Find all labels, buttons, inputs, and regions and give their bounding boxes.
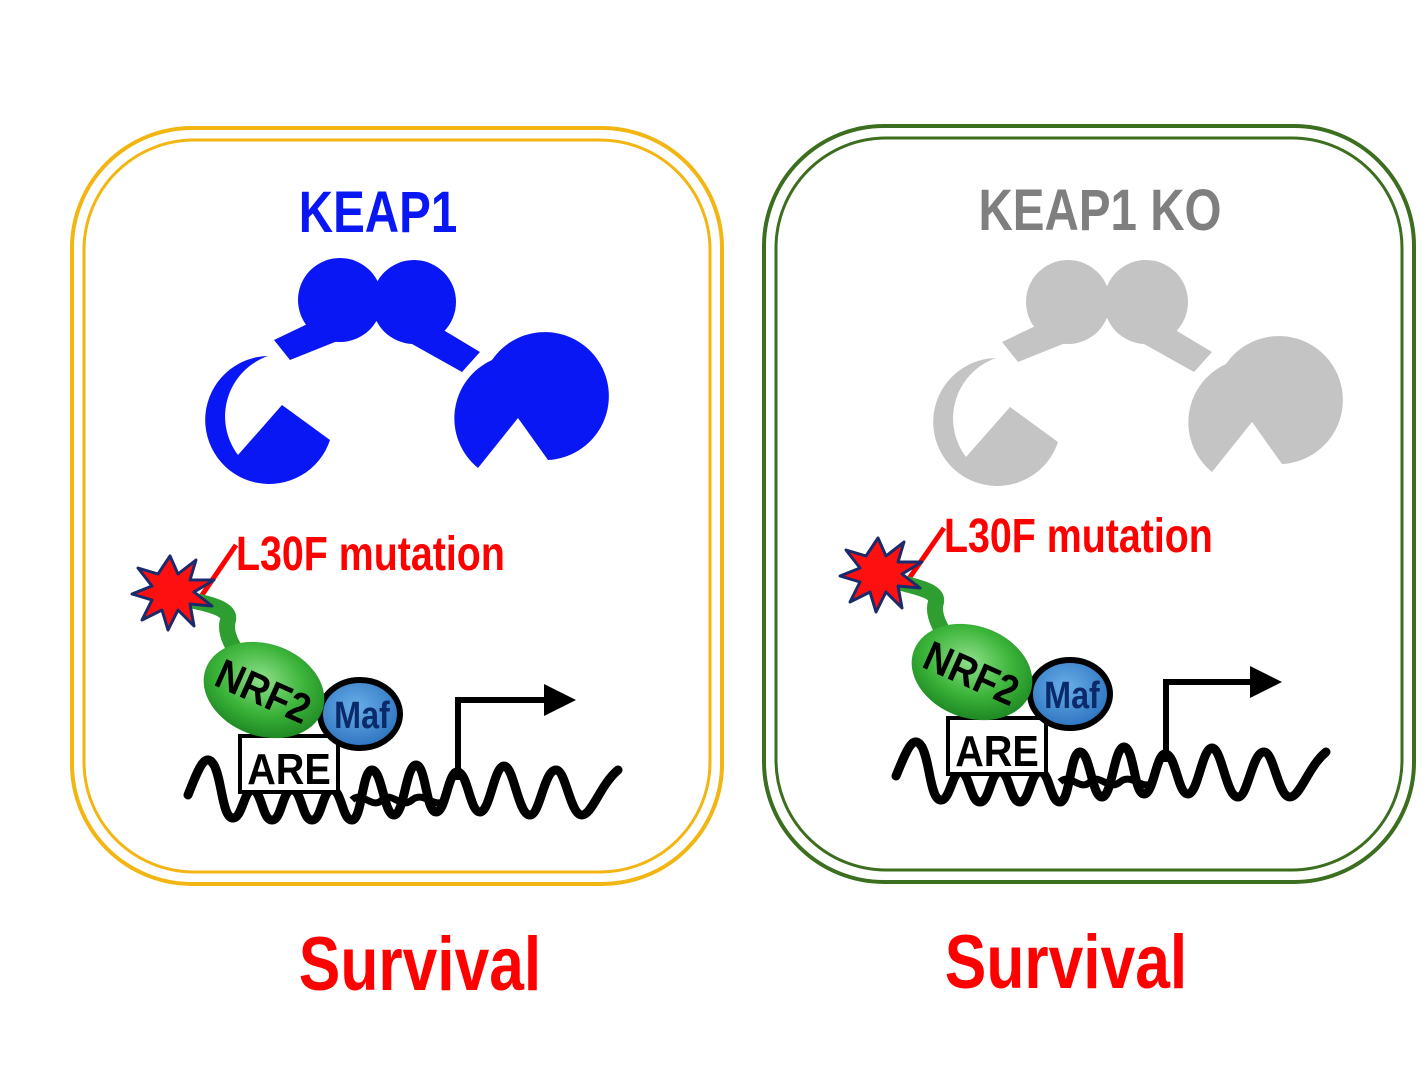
are-label: ARE <box>247 744 331 793</box>
panel-keap1-ko: KEAP1 KO L30F mutation ARE Maf NRF2 Surv… <box>762 124 1416 1004</box>
transcription-arrow-icon <box>1250 666 1282 698</box>
outcome-label: Survival <box>945 919 1187 1004</box>
keap1-dimer-icon <box>205 258 609 484</box>
transcription-arrow-stem <box>455 697 548 780</box>
dna-strand-2 <box>349 793 449 807</box>
mutation-pointer <box>197 543 239 600</box>
mutation-label: L30F mutation <box>944 509 1213 563</box>
nrf2-protein-icon <box>911 623 1033 721</box>
mutation-pointer <box>905 526 947 582</box>
panel-border-outer <box>762 124 1416 884</box>
panel-keap1: KEAP1 L30F mutation ARE Maf NRF2 <box>70 126 724 1006</box>
maf-label: Maf <box>334 695 390 737</box>
panel-title: KEAP1 <box>299 181 458 246</box>
keap1-dimer-icon <box>933 260 1343 486</box>
panel-border-inner <box>82 138 712 874</box>
mutation-star-icon <box>838 536 924 614</box>
mutation-label: L30F mutation <box>236 527 505 581</box>
panel-border-outer <box>70 126 724 886</box>
mutation-star-icon <box>130 554 216 632</box>
panel-border-inner <box>774 136 1404 872</box>
panel-title: KEAP1 KO <box>978 179 1221 244</box>
nrf2-protein-icon <box>203 641 325 739</box>
outcome-label: Survival <box>299 921 541 1006</box>
maf-label: Maf <box>1044 675 1100 717</box>
transcription-arrow-stem <box>1163 679 1254 762</box>
are-box <box>946 716 1048 776</box>
are-box <box>238 734 340 794</box>
maf-protein-icon <box>1027 657 1113 731</box>
dna-strand-2 <box>1057 775 1157 789</box>
transcription-arrow-icon <box>544 684 576 716</box>
are-label: ARE <box>955 726 1039 775</box>
